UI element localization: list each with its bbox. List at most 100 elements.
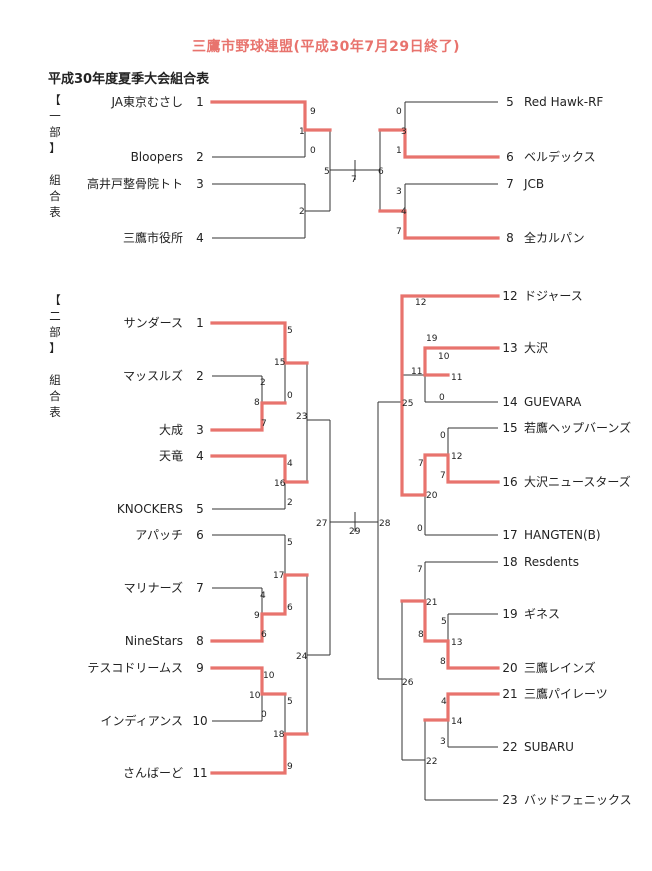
team-seed: 2: [196, 369, 204, 383]
score-label: 16: [274, 479, 286, 489]
score-label: 2: [260, 378, 266, 388]
team-seed: 9: [196, 661, 204, 675]
team-seed: 10: [192, 714, 207, 728]
final-label: 29: [349, 527, 361, 537]
score-label: 9: [287, 762, 293, 772]
score-label: 7: [418, 459, 424, 469]
winner-path: [400, 294, 500, 497]
team-name: 大沢: [524, 341, 548, 355]
team-name: ベルデックス: [524, 149, 596, 164]
score-label: 0: [396, 107, 402, 117]
team-seed: 7: [506, 177, 514, 191]
score-label: 1: [396, 146, 402, 156]
team-seed: 15: [502, 421, 517, 435]
team-seed: 18: [502, 555, 517, 569]
team-seed: 3: [196, 177, 204, 191]
score-label: 11: [451, 373, 462, 383]
team-seed: 1: [196, 316, 204, 330]
division-2-label: 【 二 部 】 組 合 表: [49, 293, 61, 419]
score-label: 14: [451, 717, 463, 727]
team-name: 若鷹ヘップバーンズ: [524, 420, 631, 435]
score-label: 0: [417, 524, 423, 534]
team-seed: 20: [502, 661, 517, 675]
final-label: 7: [351, 175, 357, 185]
score-label: 2: [299, 207, 305, 217]
team-name: GUEVARA: [524, 395, 582, 409]
score-label: 20: [426, 491, 438, 501]
team-seed: 23: [502, 793, 517, 807]
score-label: 5: [441, 617, 447, 627]
score-label: 7: [396, 227, 402, 237]
team-seed: 4: [196, 231, 204, 245]
team-name: 全カルパン: [524, 230, 585, 245]
team-name: 三鷹レインズ: [524, 660, 596, 675]
score-label: 12: [415, 298, 426, 308]
score-label: 24: [296, 652, 308, 662]
score-label: 0: [310, 146, 316, 156]
score-label: 6: [261, 630, 267, 640]
team-seed: 7: [196, 581, 204, 595]
score-label: 21: [426, 598, 437, 608]
team-name: 三鷹パイレーツ: [524, 686, 608, 701]
score-label: 2: [287, 498, 293, 508]
winner-path: [378, 209, 500, 240]
team-seed: 5: [196, 502, 204, 516]
team-seed: 19: [502, 607, 517, 621]
team-seed: 4: [196, 449, 204, 463]
team-name: さんばーど: [123, 766, 183, 780]
team-seed: 8: [196, 634, 204, 648]
team-name: 天竜: [159, 449, 183, 463]
team-seed: 6: [196, 528, 204, 542]
team-name: NineStars: [125, 634, 183, 648]
team-name: KNOCKERS: [117, 502, 183, 516]
team-seed: 16: [502, 475, 517, 489]
score-label: 13: [451, 638, 462, 648]
score-label: 1: [299, 127, 305, 137]
winner-path: [210, 401, 287, 432]
score-label: 27: [316, 519, 327, 529]
team-name: SUBARU: [524, 740, 574, 754]
team-seed: 6: [506, 150, 514, 164]
score-label: 11: [411, 367, 422, 377]
team-name: 高井戸整骨院トト: [87, 176, 183, 191]
team-name: JCB: [523, 177, 544, 191]
page-title: 三鷹市野球連盟(平成30年7月29日終了): [191, 39, 460, 55]
team-name: テスコドリームス: [87, 661, 183, 675]
score-label: 4: [260, 591, 266, 601]
score-label: 4: [441, 697, 447, 707]
score-label: 5: [287, 538, 293, 548]
page-subtitle: 平成30年度夏季大会組合表: [48, 72, 210, 87]
score-label: 10: [263, 671, 275, 681]
team-seed: 22: [502, 740, 517, 754]
score-label: 9: [254, 611, 260, 621]
winner-path: [423, 346, 500, 377]
winner-path: [210, 100, 332, 132]
team-seed: 1: [196, 95, 204, 109]
team-seed: 8: [506, 231, 514, 245]
score-label: 10: [249, 691, 261, 701]
team-name: サンダース: [124, 315, 183, 330]
team-name: ギネス: [524, 607, 560, 621]
score-label: 0: [261, 710, 267, 720]
score-label: 23: [296, 412, 307, 422]
team-seed: 3: [196, 423, 204, 437]
team-name: 大成: [159, 423, 183, 437]
winner-path: [210, 573, 309, 643]
team-seed: 21: [502, 687, 517, 701]
team-seed: 14: [502, 395, 517, 409]
team-name: Bloopers: [131, 150, 183, 164]
score-label: 6: [378, 167, 384, 177]
score-label: 5: [287, 697, 293, 707]
team-seed: 13: [502, 341, 517, 355]
score-label: 18: [273, 730, 285, 740]
team-name: アパッチ: [135, 528, 183, 542]
score-label: 3: [396, 187, 402, 197]
score-label: 7: [440, 471, 446, 481]
score-label: 3: [401, 127, 407, 137]
score-label: 4: [401, 207, 407, 217]
team-name: マッスルズ: [123, 368, 183, 383]
score-label: 5: [324, 167, 330, 177]
team-seed: 17: [502, 528, 517, 542]
winner-path: [378, 128, 500, 159]
